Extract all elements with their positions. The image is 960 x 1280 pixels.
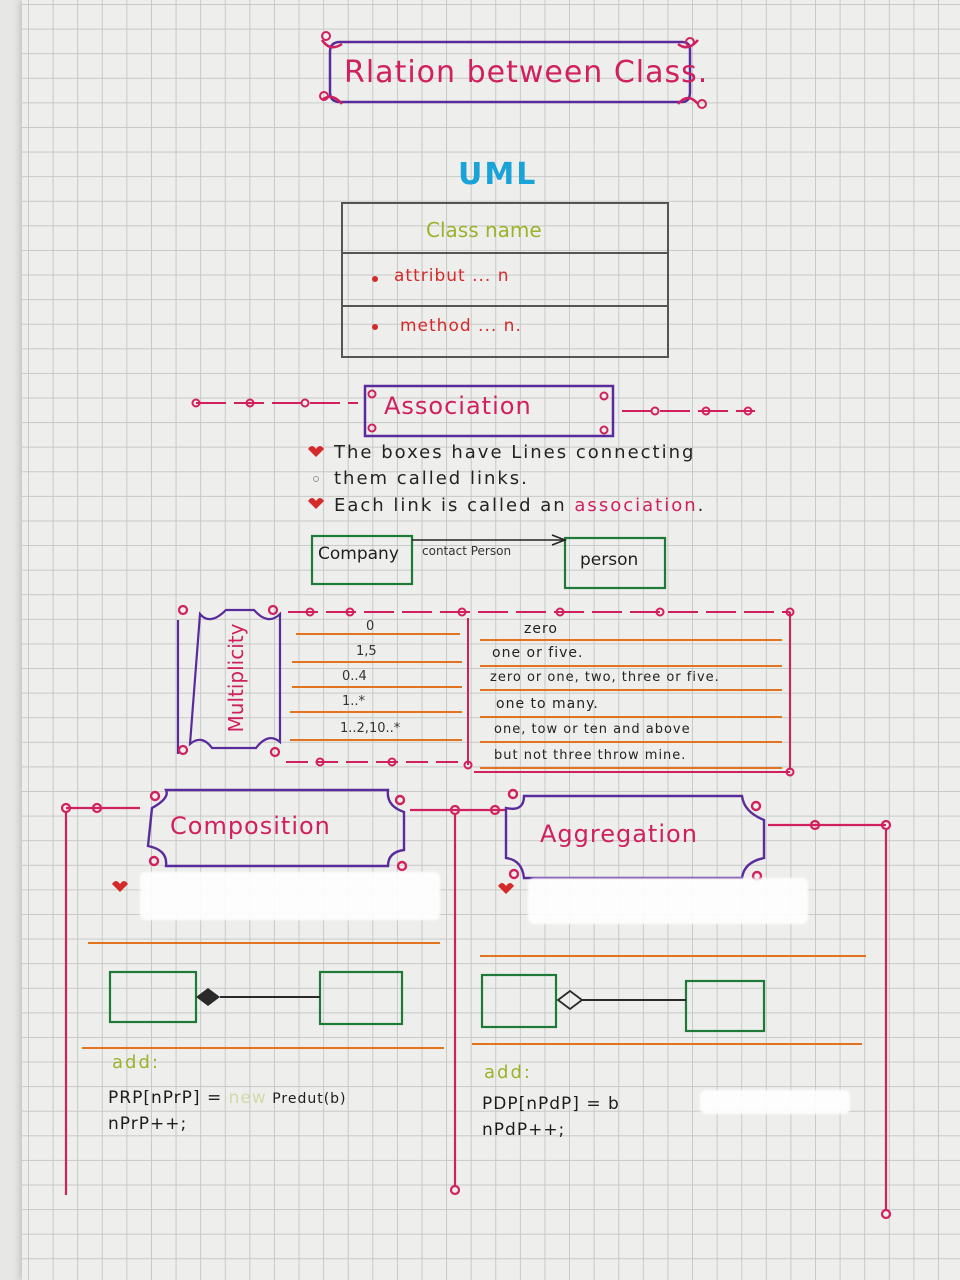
composition-code-label: add: <box>112 1052 160 1073</box>
mult-meaning-0: zero <box>524 621 558 637</box>
mult-value-0: 0 <box>366 619 375 634</box>
composition-heading: Composition <box>170 812 331 840</box>
composition-code-line1-prefix: PRP[nPrP] = <box>108 1088 229 1108</box>
mult-value-3: 1..* <box>342 694 366 709</box>
composition-code-line1: PRP[nPrP] = new Predut(b) <box>108 1090 347 1107</box>
composition-diagram <box>108 970 404 1026</box>
mult-meaning-3: one to many. <box>496 696 599 712</box>
association-note-line1: The boxes have Lines connecting <box>334 442 696 463</box>
association-note-line3: Each link is called an association. <box>334 497 705 515</box>
association-heading: Association <box>384 392 532 420</box>
mult-value-4: 1..2,10..* <box>340 721 401 736</box>
mult-value-1: 1,5 <box>356 644 377 659</box>
company-box-label: Company <box>318 544 399 564</box>
aggregation-code-label: add: <box>484 1062 532 1083</box>
association-example <box>310 534 667 590</box>
mult-meaning-4: one, tow or ten and above <box>494 722 691 737</box>
composition-code-line1-suffix: Predut(b) <box>266 1091 347 1107</box>
multiplicity-heading: Multiplicity <box>224 623 248 733</box>
link-label: contact Person <box>422 544 512 558</box>
mult-meaning-5: but not three throw mine. <box>494 748 687 763</box>
page-title: Rlation between Class. <box>344 55 709 90</box>
aggregation-code-line2: nPdP++; <box>482 1120 566 1140</box>
composition-code-new: new <box>228 1088 267 1108</box>
composition-code-line2: nPrP++; <box>108 1114 188 1134</box>
association-note-line3-suffix: . <box>697 495 706 516</box>
uml-method: method ... n. <box>400 316 522 336</box>
bottom-frame <box>60 802 892 1220</box>
uml-heading: UML <box>458 157 538 192</box>
aggregation-code-line1: PDP[nPdP] = b <box>482 1094 620 1114</box>
person-box-label: person <box>580 550 639 570</box>
mult-meaning-1: one or five. <box>492 645 584 661</box>
uml-class-box <box>341 202 669 358</box>
association-note-highlight: association <box>574 495 698 516</box>
obscured-note-left <box>140 872 440 920</box>
aggregation-heading: Aggregation <box>540 820 698 848</box>
uml-attribute: attribut ... n <box>394 266 510 286</box>
composition-banner <box>146 788 408 872</box>
obscured-note-right <box>528 878 808 924</box>
aggregation-banner <box>504 788 766 882</box>
association-note-line2: them called links. <box>334 468 529 489</box>
association-banner <box>191 384 755 438</box>
obscured-code-right <box>700 1090 850 1114</box>
uml-class-name: Class name <box>426 218 542 242</box>
association-note-line3-prefix: Each link is called an <box>334 495 575 516</box>
aggregation-diagram <box>480 973 766 1033</box>
mult-value-2: 0..4 <box>342 669 367 684</box>
mult-meaning-2: zero or one, two, three or five. <box>490 670 720 685</box>
multiplicity-frame <box>176 604 795 777</box>
